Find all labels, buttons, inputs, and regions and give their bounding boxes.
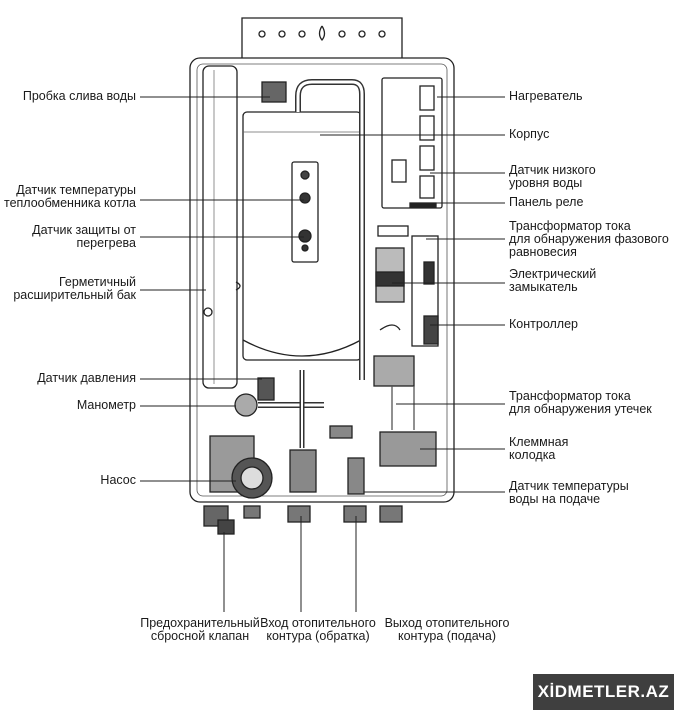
label-low-water-sensor: Датчик низкого уровня воды — [509, 164, 596, 190]
label-phase-ct: Трансформатор тока для обнаружения фазов… — [509, 220, 669, 259]
label-leak-ct-line1: Трансформатор тока — [509, 389, 631, 403]
label-safety-valve-line1: Предохранительный — [140, 616, 260, 630]
label-relay-panel: Панель реле — [509, 195, 584, 209]
boiler-casing — [189, 57, 455, 503]
label-expansion-tank: Герметичный расширительный бак — [13, 276, 136, 302]
label-terminal-block-line1: Клеммная — [509, 435, 569, 449]
label-hx-temp-sensor-line1: Датчик температуры — [16, 183, 136, 197]
label-pressure-sensor: Датчик давления — [37, 371, 136, 385]
label-casing: Корпус — [509, 127, 550, 141]
label-hx-temp-sensor: Датчик температуры теплообменника котла — [4, 184, 136, 210]
label-supply-temp-sensor-line2: воды на подаче — [509, 492, 601, 506]
label-heating-supply-line1: Выход отопительного — [384, 616, 510, 630]
label-pump: Насос — [100, 473, 136, 487]
label-expansion-tank-line1: Герметичный — [58, 275, 136, 289]
label-low-water-sensor-line2: уровня воды — [509, 176, 583, 190]
label-expansion-tank-line2: расширительный бак — [13, 288, 136, 302]
label-phase-ct-line2: для обнаружения фазового — [509, 232, 669, 246]
label-phase-ct-line3: равновесия — [509, 245, 577, 259]
label-contactor-line1: Электрический — [509, 267, 597, 281]
label-overheat-sensor-line1: Датчик защиты от — [32, 223, 136, 237]
label-safety-valve-line2: сбросной клапан — [150, 629, 250, 643]
heater-panel — [381, 77, 443, 209]
watermark: XİDMETLER.AZ — [533, 674, 674, 710]
label-overheat-sensor: Датчик защиты от перегрева — [32, 224, 136, 250]
label-heating-supply: Выход отопительного контура (подача) — [382, 617, 512, 643]
mounting-bracket — [241, 17, 403, 58]
label-drain-plug: Пробка слива воды — [22, 89, 136, 103]
label-terminal-block: Клеммная колодка — [509, 436, 568, 462]
expansion-tank — [202, 65, 238, 389]
label-contactor-line2: замыкатель — [509, 280, 578, 294]
label-leak-ct: Трансформатор тока для обнаружения утече… — [509, 390, 652, 416]
label-phase-ct-line1: Трансформатор тока — [509, 219, 631, 233]
label-heating-supply-line2: контура (подача) — [397, 629, 497, 643]
label-overheat-sensor-line2: перегрева — [76, 236, 136, 250]
label-heating-return-line2: контура (обратка) — [266, 629, 370, 643]
label-heating-return: Вход отопительного контура (обратка) — [256, 617, 380, 643]
label-contactor: Электрический замыкатель — [509, 268, 596, 294]
manometer-body — [234, 393, 258, 417]
label-leak-ct-line2: для обнаружения утечек — [509, 402, 652, 416]
label-heating-return-line1: Вход отопительного — [260, 616, 376, 630]
label-controller: Контроллер — [509, 317, 578, 331]
label-heater: Нагреватель — [509, 89, 583, 103]
label-supply-temp-sensor: Датчик температуры воды на подаче — [509, 480, 629, 506]
label-terminal-block-line2: колодка — [509, 448, 556, 462]
label-hx-temp-sensor-line2: теплообменника котла — [3, 196, 136, 210]
label-safety-valve: Предохранительный сбросной клапан — [140, 617, 260, 643]
label-low-water-sensor-line1: Датчик низкого — [509, 163, 596, 177]
label-manometer: Манометр — [76, 398, 136, 412]
label-supply-temp-sensor-line1: Датчик температуры — [509, 479, 629, 493]
